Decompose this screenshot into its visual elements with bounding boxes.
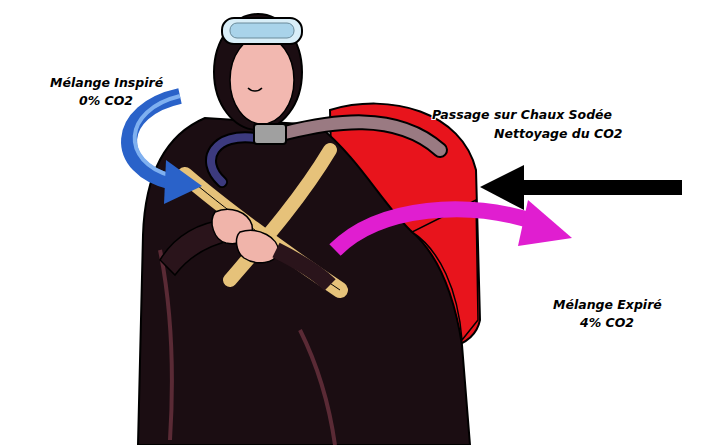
- inhale-arrow-head: [164, 160, 202, 204]
- scrubber-arrow: [520, 180, 682, 195]
- mouthpiece: [254, 124, 286, 144]
- suit-highlight: [300, 330, 335, 445]
- mix-name: Mélange Inspiré: [50, 75, 163, 90]
- arm: [276, 250, 330, 285]
- process-note: Nettoyage du CO2: [494, 126, 623, 141]
- inhale-hose: [211, 137, 256, 182]
- co2-value: 0% CO2: [79, 93, 133, 108]
- exhale-hose-outline: [285, 122, 440, 150]
- mask-glass: [230, 23, 294, 38]
- exhale-hose: [285, 122, 440, 150]
- hood: [214, 14, 302, 130]
- wetsuit-body: [138, 118, 470, 445]
- inhale-hose-outline: [211, 137, 256, 182]
- suit-highlight: [160, 250, 172, 440]
- exhale-arrow-head: [518, 200, 572, 246]
- process-note: Passage sur Chaux Sodée: [432, 107, 612, 122]
- closed-eye: [248, 88, 262, 91]
- dive-mask: [222, 18, 302, 44]
- backpack-edge: [412, 200, 478, 340]
- exhale-arrow: [335, 209, 535, 250]
- hand: [237, 230, 279, 262]
- mix-name: Mélange Expiré: [553, 297, 662, 312]
- inhale-arrow-shine: [135, 96, 180, 176]
- co2-value: 4% CO2: [580, 315, 634, 330]
- face: [230, 36, 294, 124]
